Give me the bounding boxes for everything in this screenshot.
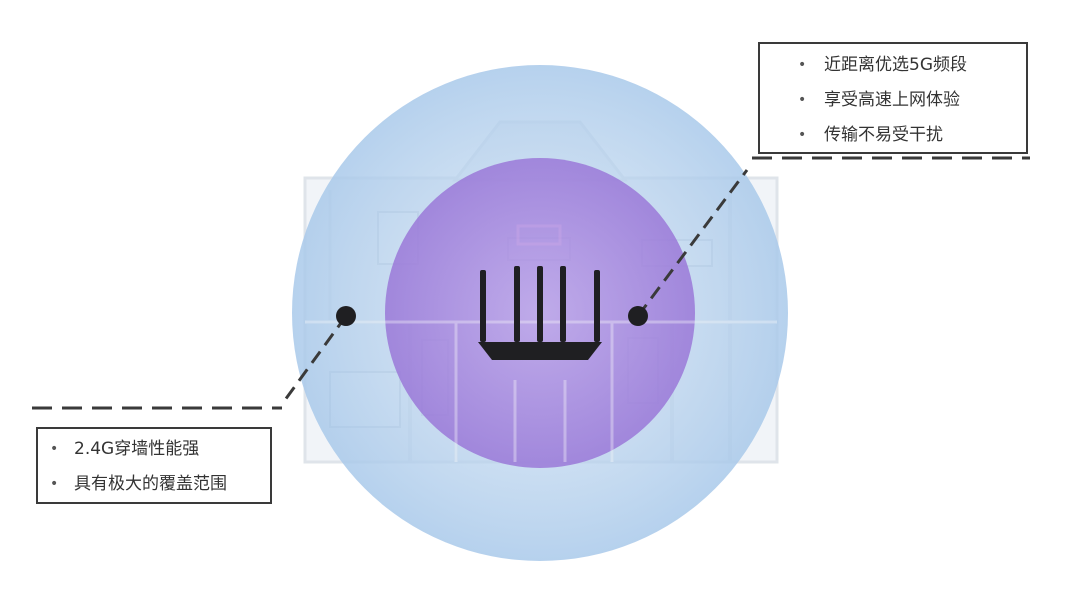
bullet-icon: • — [50, 476, 59, 492]
router-icon — [478, 266, 602, 360]
bullet-icon: • — [50, 441, 59, 457]
leader-5g — [628, 156, 1030, 326]
list-item: •近距离优选5G频段 — [760, 48, 1026, 83]
list-item: •享受高速上网体验 — [760, 83, 1026, 118]
bullet-icon: • — [798, 127, 807, 143]
bullet-icon: • — [798, 92, 807, 108]
bullet-icon: • — [798, 57, 807, 73]
list-item: •2.4G穿墙性能强 — [38, 432, 270, 467]
callout-2-4g-features: •2.4G穿墙性能强 •具有极大的覆盖范围 — [36, 427, 272, 504]
leader-2-4g — [32, 306, 356, 410]
list-item: •传输不易受干扰 — [760, 118, 1026, 153]
list-item: •具有极大的覆盖范围 — [38, 467, 270, 502]
callout-5g-features: •近距离优选5G频段 •享受高速上网体验 •传输不易受干扰 — [758, 42, 1028, 154]
